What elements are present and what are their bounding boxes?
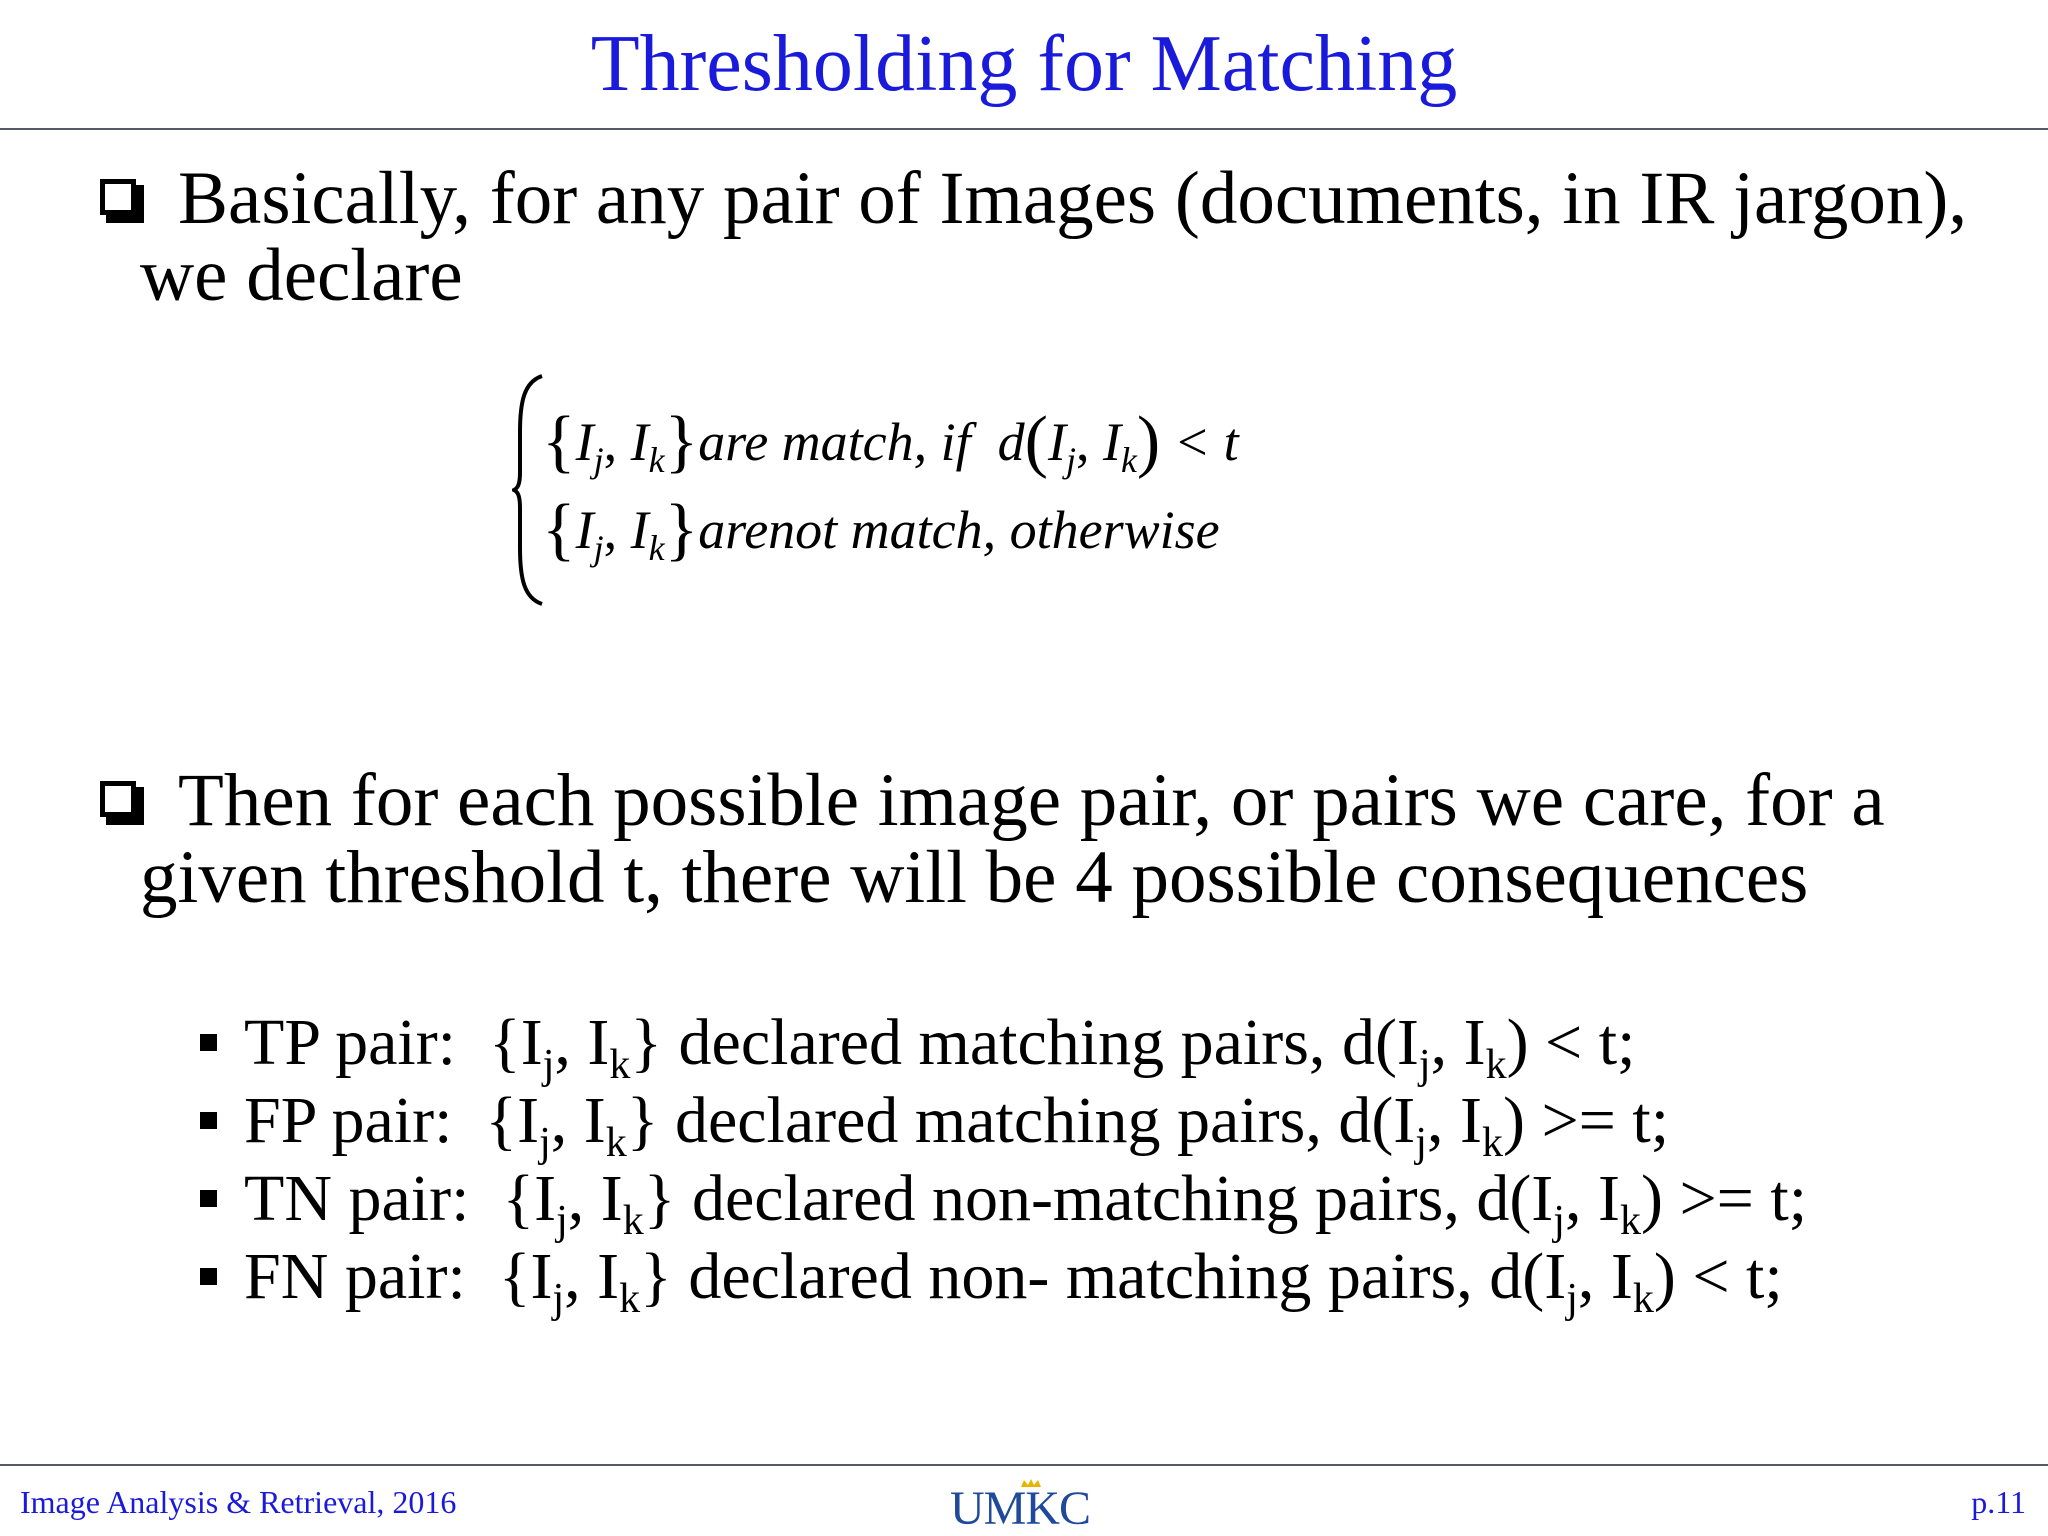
page-number: p.11 (1971, 1484, 2026, 1520)
case-label: TN pair: (244, 1162, 470, 1235)
consequence-list: TP pair: {Ij, Ik} declared matching pair… (196, 1004, 2036, 1320)
case-relation: >= t; (1679, 1162, 1808, 1235)
case-relation: < t; (1692, 1240, 1783, 1313)
title-divider (0, 128, 2048, 130)
list-item-tn: TN pair: {Ij, Ik} declared non-matching … (196, 1160, 2036, 1242)
square-bullet-icon (200, 1112, 217, 1129)
bullet-point-2: Then for each possible image pair, or pa… (100, 762, 2000, 916)
list-item-fn: FN pair: {Ij, Ik} declared non- matching… (196, 1238, 2036, 1320)
checkbox-bullet-icon (100, 781, 146, 827)
list-item-tp: TP pair: {Ij, Ik} declared matching pair… (196, 1004, 2036, 1086)
formula-line-match-text: are match, if (698, 412, 971, 472)
bullet-text: Basically, for any pair of Images (docum… (140, 157, 1968, 317)
list-item-fp: FP pair: {Ij, Ik} declared matching pair… (196, 1082, 2036, 1164)
course-name: Image Analysis & Retrieval, 2016 (20, 1484, 457, 1520)
case-relation: < t; (1545, 1006, 1636, 1079)
case-description: declared matching pairs, (674, 1084, 1322, 1157)
logo-crown-icon (1021, 1479, 1041, 1487)
logo-text: UMKC (950, 1482, 1091, 1535)
formula-line-nomatch: {Ij, Ik}arenot match, otherwise (542, 491, 1220, 568)
formula-condition: < t (1173, 412, 1239, 472)
square-bullet-icon (200, 1034, 217, 1051)
case-label: FP pair: (244, 1084, 453, 1157)
case-label: TP pair: (244, 1006, 457, 1079)
square-bullet-icon (200, 1268, 217, 1285)
formula-line-nomatch-text: arenot match, otherwise (698, 500, 1220, 560)
case-description: declared non-matching pairs, (691, 1162, 1460, 1235)
formula-line-match: {Ij, Ik}are match, if d(Ij, Ik) < t (542, 403, 1239, 480)
case-relation: >= t; (1541, 1084, 1670, 1157)
bullet-point-1: Basically, for any pair of Images (docum… (100, 160, 2000, 314)
bullet-text: Then for each possible image pair, or pa… (140, 759, 1885, 919)
footer-divider (0, 1464, 2048, 1466)
slide-title: Thresholding for Matching (590, 20, 1458, 108)
square-bullet-icon (200, 1190, 217, 1207)
umkc-logo: UMKC (950, 1478, 1091, 1535)
case-label: FN pair: (244, 1240, 466, 1313)
matching-rule-formula: {Ij, Ik}are match, if d(Ij, Ik) < t {Ij,… (512, 372, 1412, 612)
case-description: declared matching pairs, (678, 1006, 1326, 1079)
checkbox-bullet-icon (100, 179, 146, 225)
left-brace-icon (512, 374, 543, 606)
case-description: declared non- matching pairs, (688, 1240, 1473, 1313)
